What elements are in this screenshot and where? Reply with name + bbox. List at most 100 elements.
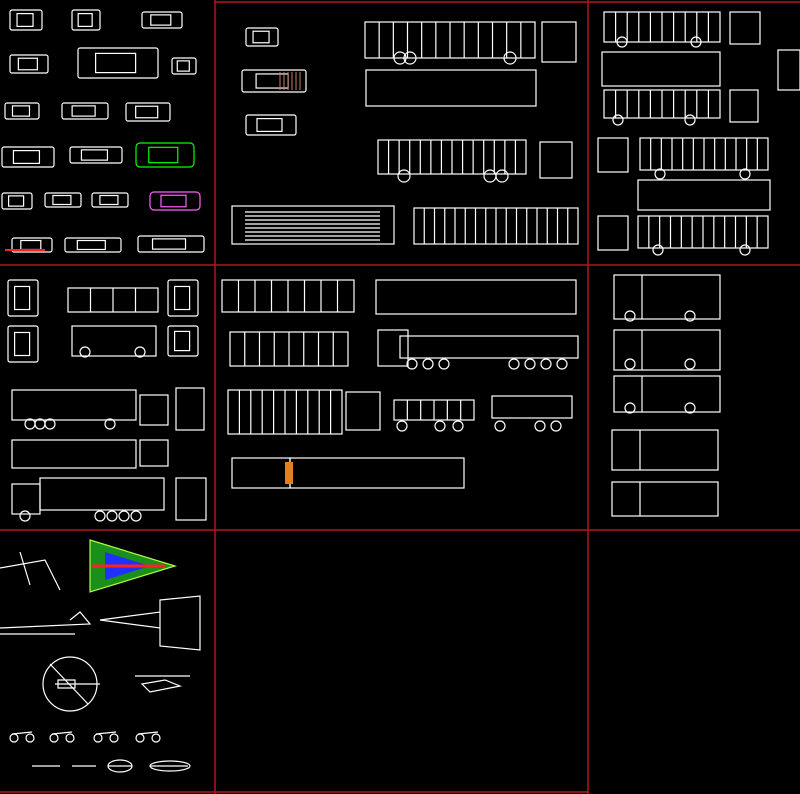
car-plan — [1, 146, 55, 168]
wheel — [118, 510, 130, 522]
city-bus-side-3 — [639, 137, 769, 171]
outline — [231, 205, 395, 245]
wheel — [550, 420, 562, 432]
city-bus-side-4 — [637, 215, 769, 249]
box-truck — [613, 274, 721, 320]
body-outline — [245, 27, 279, 47]
cabin-outline — [148, 146, 179, 164]
trailer-plan-3 — [229, 331, 349, 367]
fighter-plan — [99, 595, 201, 651]
coach-front — [541, 21, 577, 63]
outline — [399, 335, 579, 359]
body-outline — [7, 325, 39, 363]
body-outline — [4, 102, 40, 120]
wheel — [134, 346, 146, 358]
outline — [289, 457, 465, 489]
city-bus-plan-2 — [637, 179, 771, 211]
wheel — [422, 358, 434, 370]
pickup-plan — [245, 27, 279, 47]
cars-block[interactable] — [1, 9, 205, 253]
body-outline — [135, 142, 195, 168]
pickup-plan — [245, 114, 297, 136]
body-outline — [167, 325, 199, 357]
city-buses-block[interactable] — [597, 11, 800, 256]
cabin-outline — [77, 13, 93, 28]
city-bus-front-2 — [729, 89, 759, 123]
cabin-outline — [76, 239, 106, 251]
wheel — [624, 402, 636, 414]
body-outline — [64, 237, 122, 253]
cabin-outline — [14, 285, 31, 311]
wheel — [494, 420, 506, 432]
wheel — [616, 36, 628, 48]
cabin-outline — [255, 73, 289, 89]
airliner-side — [0, 611, 92, 635]
box-trucks-block[interactable] — [611, 274, 721, 517]
aircraft-block[interactable] — [0, 539, 201, 773]
wheel — [109, 733, 119, 743]
car-plan — [44, 192, 82, 208]
truck-front — [7, 325, 39, 363]
reefer-cab — [345, 391, 381, 431]
wheel — [495, 169, 509, 183]
coach-front-2 — [539, 141, 573, 179]
car-plan — [69, 146, 123, 164]
city-bus-front — [729, 11, 761, 45]
city-bus-side — [603, 11, 721, 43]
boat-2 — [149, 760, 191, 772]
cabin-outline — [151, 238, 187, 250]
wheel — [654, 168, 666, 180]
wheel — [483, 169, 497, 183]
body-outline — [7, 279, 39, 317]
outline — [729, 89, 759, 123]
outline — [613, 375, 721, 413]
helicopter-side — [135, 675, 190, 693]
outline — [597, 215, 629, 251]
wheel — [93, 733, 103, 743]
box-truck — [613, 375, 721, 413]
wheel — [104, 418, 116, 430]
tanker-side — [71, 325, 157, 357]
semi-rear — [175, 477, 207, 521]
wheel — [612, 114, 624, 126]
cabin-outline — [150, 14, 172, 26]
box-truck — [611, 429, 719, 471]
buses-block[interactable] — [231, 21, 579, 245]
box-truck — [613, 329, 721, 371]
tanker-plan — [67, 287, 159, 313]
wheel — [534, 420, 546, 432]
car-plan — [77, 47, 159, 79]
cabin-outline — [252, 30, 270, 44]
trailer-plan-2 — [375, 279, 577, 315]
body-outline — [71, 9, 101, 31]
motorcycle — [95, 731, 117, 735]
city-bus-plan — [601, 51, 721, 87]
wheel — [65, 733, 75, 743]
wheel — [25, 733, 35, 743]
cabin-outline — [174, 285, 191, 311]
wheel — [452, 420, 464, 432]
car-plan — [71, 9, 101, 31]
body-outline — [77, 47, 159, 79]
semi-cab — [139, 394, 169, 426]
body-outline — [171, 57, 197, 75]
wheel — [79, 346, 91, 358]
cabin-outline — [94, 52, 137, 74]
truck-front — [167, 325, 199, 357]
wheel — [684, 114, 696, 126]
outline — [597, 137, 629, 173]
wheel — [508, 358, 520, 370]
body-outline — [141, 11, 183, 29]
outline — [39, 477, 165, 511]
body-outline — [241, 69, 307, 93]
outline — [345, 391, 381, 431]
semi-cab-plan — [139, 439, 169, 467]
hitch — [285, 462, 293, 484]
trailers-block[interactable] — [221, 279, 579, 489]
semis-block[interactable] — [7, 279, 207, 522]
cabin-outline — [8, 195, 25, 207]
boat — [107, 759, 133, 773]
car-plan — [91, 192, 129, 208]
